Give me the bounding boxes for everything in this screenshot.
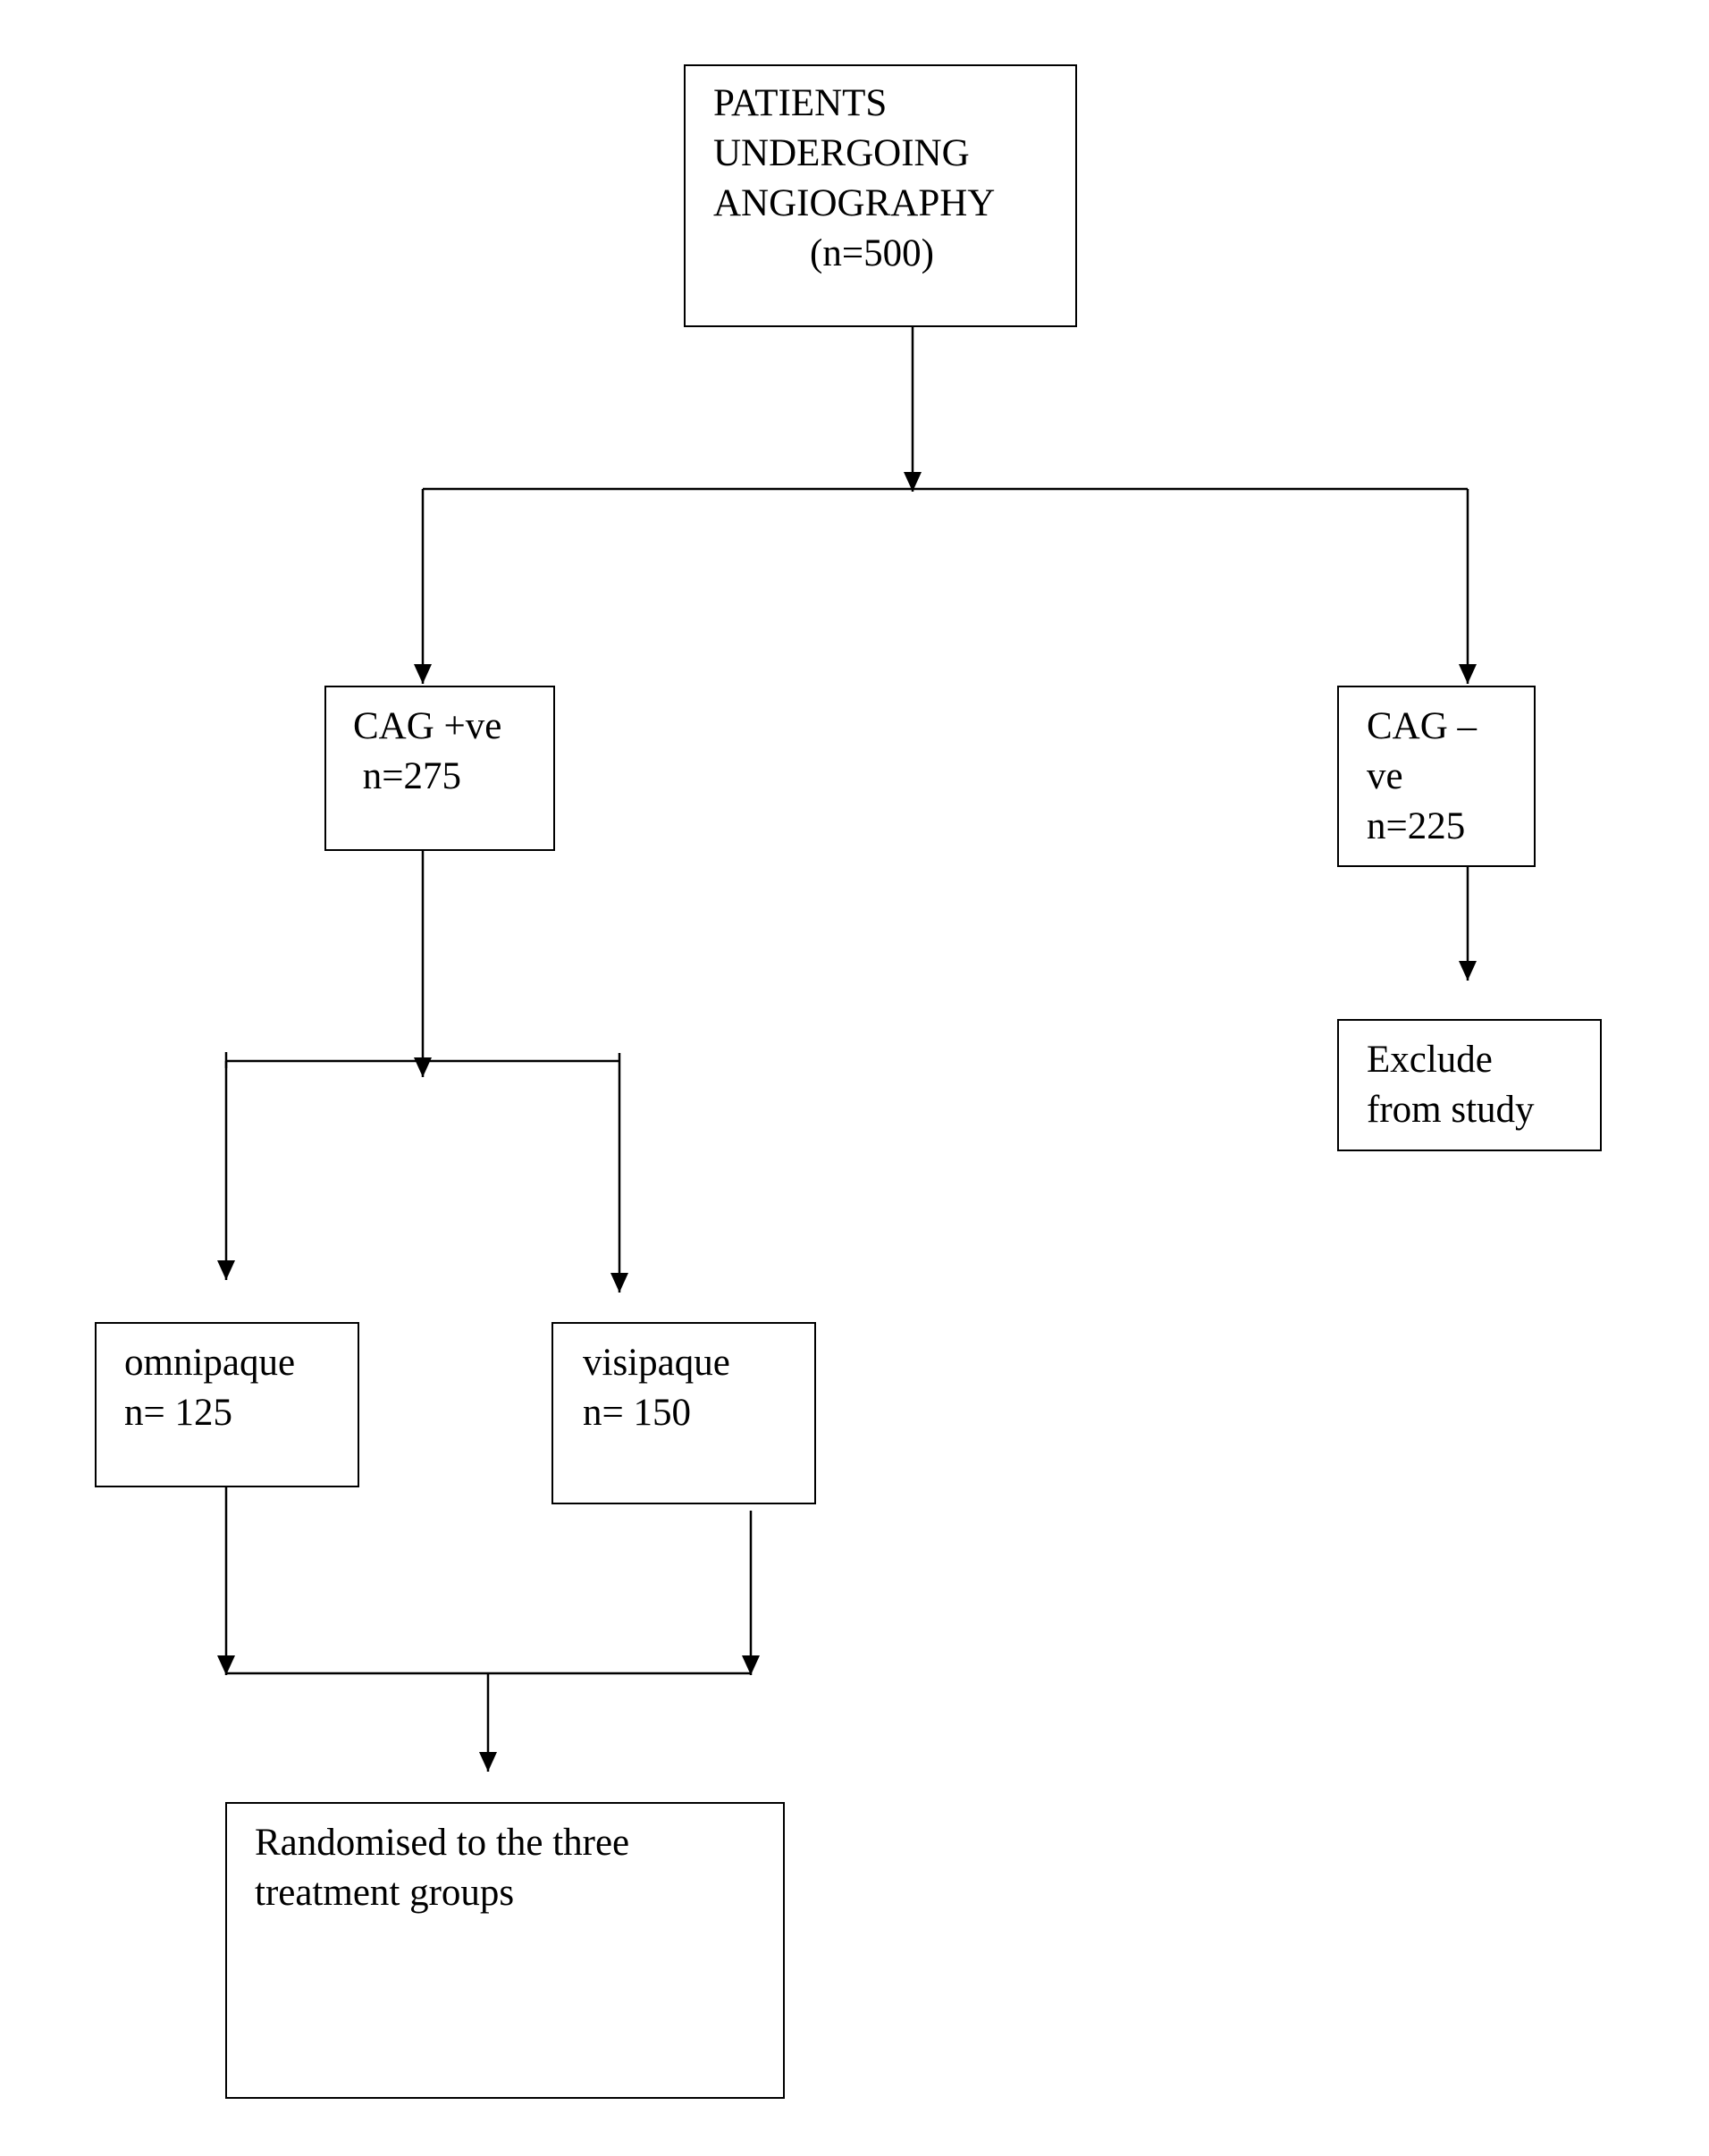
node-text-line: Randomised to the three: [255, 1822, 630, 1864]
node-count-line: n= 150: [583, 1392, 692, 1434]
visipaque-box: visipaque n= 150: [551, 1322, 816, 1504]
node-count-line: (n=500): [810, 232, 934, 274]
node-text-line: from study: [1367, 1089, 1535, 1131]
node-text-line: Exclude: [1367, 1039, 1493, 1081]
node-text-line: ANGIOGRAPHY: [713, 182, 996, 224]
randomised-treatment-groups-box: Randomised to the three treatment groups: [225, 1802, 785, 2099]
node-text-line: UNDERGOING: [713, 132, 970, 174]
node-text-line: CAG +ve: [353, 705, 502, 747]
node-text-line: CAG –: [1367, 705, 1477, 747]
arrowhead-omnipaque-down: [217, 1655, 235, 1675]
node-count-line: n=275: [353, 755, 462, 797]
arrowhead-exclude: [1459, 961, 1477, 981]
arrowhead-patients-split: [904, 472, 922, 492]
cag-positive-box: CAG +ve n=275: [324, 686, 555, 851]
node-count-line: n= 125: [124, 1392, 233, 1434]
node-text-line: visipaque: [583, 1342, 730, 1384]
arrowhead-cag-pos: [414, 664, 432, 684]
arrowhead-randomised: [479, 1752, 497, 1772]
node-text-line: PATIENTS: [713, 82, 888, 124]
arrowhead-omnipaque: [217, 1260, 235, 1280]
node-text-line: omnipaque: [124, 1342, 296, 1384]
arrowhead-cag-pos-split: [414, 1057, 432, 1077]
cag-negative-box: CAG – ve n=225: [1337, 686, 1536, 867]
omnipaque-box: omnipaque n= 125: [95, 1322, 359, 1487]
arrowhead-visipaque: [610, 1273, 628, 1293]
arrowhead-visipaque-down: [742, 1655, 760, 1675]
exclude-from-study-box: Exclude from study: [1337, 1019, 1602, 1151]
patients-undergoing-angiography-box: PATIENTS UNDERGOING ANGIOGRAPHY (n=500): [684, 64, 1077, 327]
node-text-line: treatment groups: [255, 1872, 515, 1914]
arrowhead-cag-neg: [1459, 664, 1477, 684]
node-count-line: n=225: [1367, 805, 1466, 847]
node-text-line: ve: [1367, 755, 1403, 797]
